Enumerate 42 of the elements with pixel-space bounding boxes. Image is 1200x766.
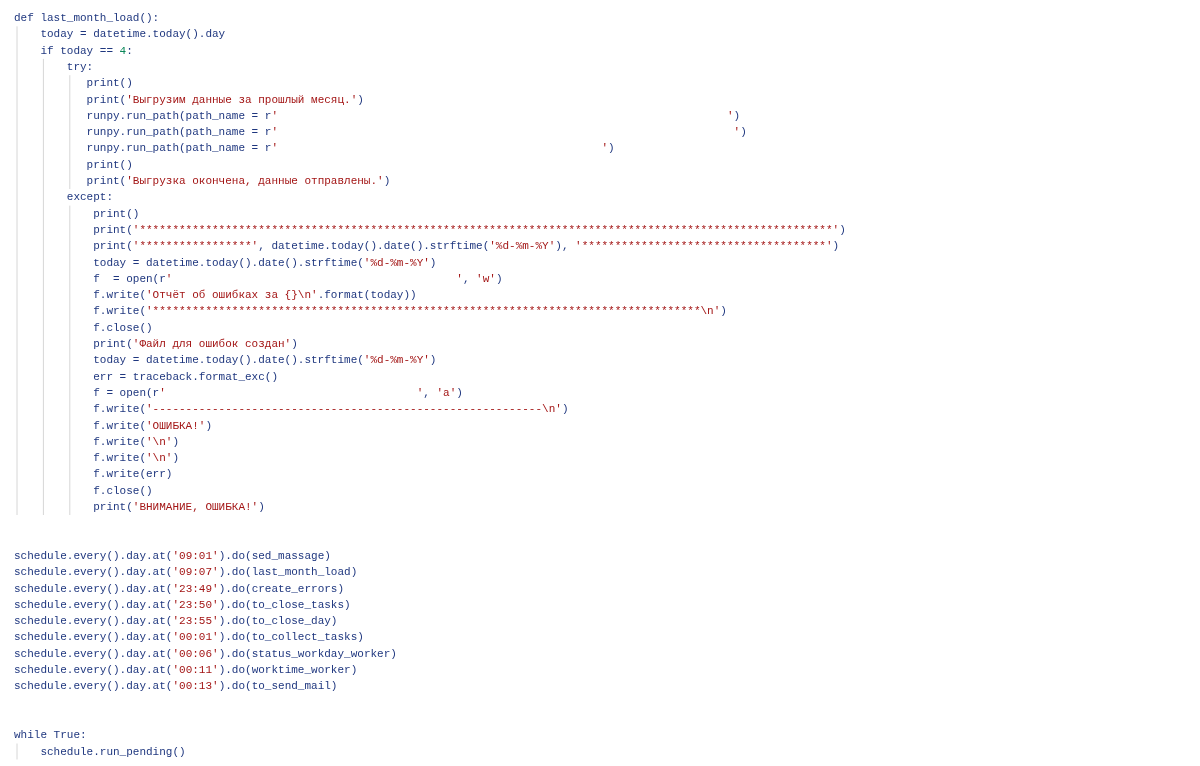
code-line: err = traceback.format_exc(): [93, 369, 279, 384]
code-line: f = open(r' ', 'w'): [93, 271, 503, 286]
code-line: runpy.run_path(path_name = r' '): [86, 125, 747, 140]
code-line: f.write('\n'): [93, 434, 179, 449]
code-line: print('*****************', datetime.today().date().strftime('%d-%m-%Y'), '*************************************'): [93, 239, 840, 254]
code-line: today = datetime.today().day: [40, 27, 226, 42]
code-line: schedule.every().day.at('23:55').do(to_close_day): [14, 614, 338, 629]
code-line: f = open(r' ', 'a'): [93, 385, 463, 400]
code-line: schedule.run_pending(): [40, 744, 186, 759]
code-line: f.close(): [93, 483, 153, 498]
code-line: print('*********************************************************************************************************'): [93, 222, 846, 237]
code-line: f.write('\n'): [93, 451, 179, 466]
code-line: except:: [66, 190, 113, 205]
code-line: if today == 4:: [40, 43, 133, 58]
code-line: schedule.every().day.at('00:11').do(worktime_worker): [14, 663, 358, 677]
code-line: schedule.every().day.at('00:06').do(status_workday_worker): [14, 646, 397, 661]
code-line: print('Выгрузка окончена, данные отправлены.'): [86, 174, 391, 188]
code-line: print(): [86, 76, 133, 91]
code-line: schedule.every().day.at('09:07').do(last_month_load): [14, 565, 358, 580]
code-line: f.write('***********************************************************************************\n'): [93, 304, 727, 319]
code-line: today = datetime.today().date().strftime('%d-%m-%Y'): [93, 255, 437, 270]
code-line: print('Выгрузим данные за прошлый месяц.'): [86, 92, 364, 107]
code-line: f.write('Отчёт об ошибках за {}\n'.format(today)): [93, 288, 417, 303]
code-line: schedule.every().day.at('00:01').do(to_collect_tasks): [14, 630, 364, 645]
code-line: schedule.every().day.at('00:13').do(to_send_mail): [14, 679, 338, 694]
code-line: f.write('ОШИБКА!'): [93, 418, 213, 433]
code-line: f.write(err): [93, 467, 173, 482]
code-line: while True:: [14, 728, 87, 743]
code-line: def last_month_load():: [14, 11, 160, 25]
code-line: try:: [66, 59, 94, 74]
code-line: print('ВНИМАНИЕ, ОШИБКА!'): [93, 500, 265, 514]
code-line: today = datetime.today().date().strftime('%d-%m-%Y'): [93, 353, 437, 368]
code-line: f.write('-----------------------------------------------------------\n'): [93, 402, 569, 417]
code-line: f.close(): [93, 320, 153, 335]
code-line: runpy.run_path(path_name = r' '): [86, 141, 615, 156]
code-line: schedule.every().day.at('09:01').do(sed_massage): [14, 548, 331, 563]
code-line: runpy.run_path(path_name = r' '): [86, 108, 741, 123]
code-line: schedule.every().day.at('23:50').do(to_close_tasks): [14, 597, 351, 612]
code-line: print(): [86, 157, 133, 172]
code-line: print(): [93, 206, 140, 221]
code-line: schedule.every().day.at('23:49').do(create_errors): [14, 581, 345, 596]
code-line: print('Файл для ошибок создан'): [93, 337, 298, 351]
